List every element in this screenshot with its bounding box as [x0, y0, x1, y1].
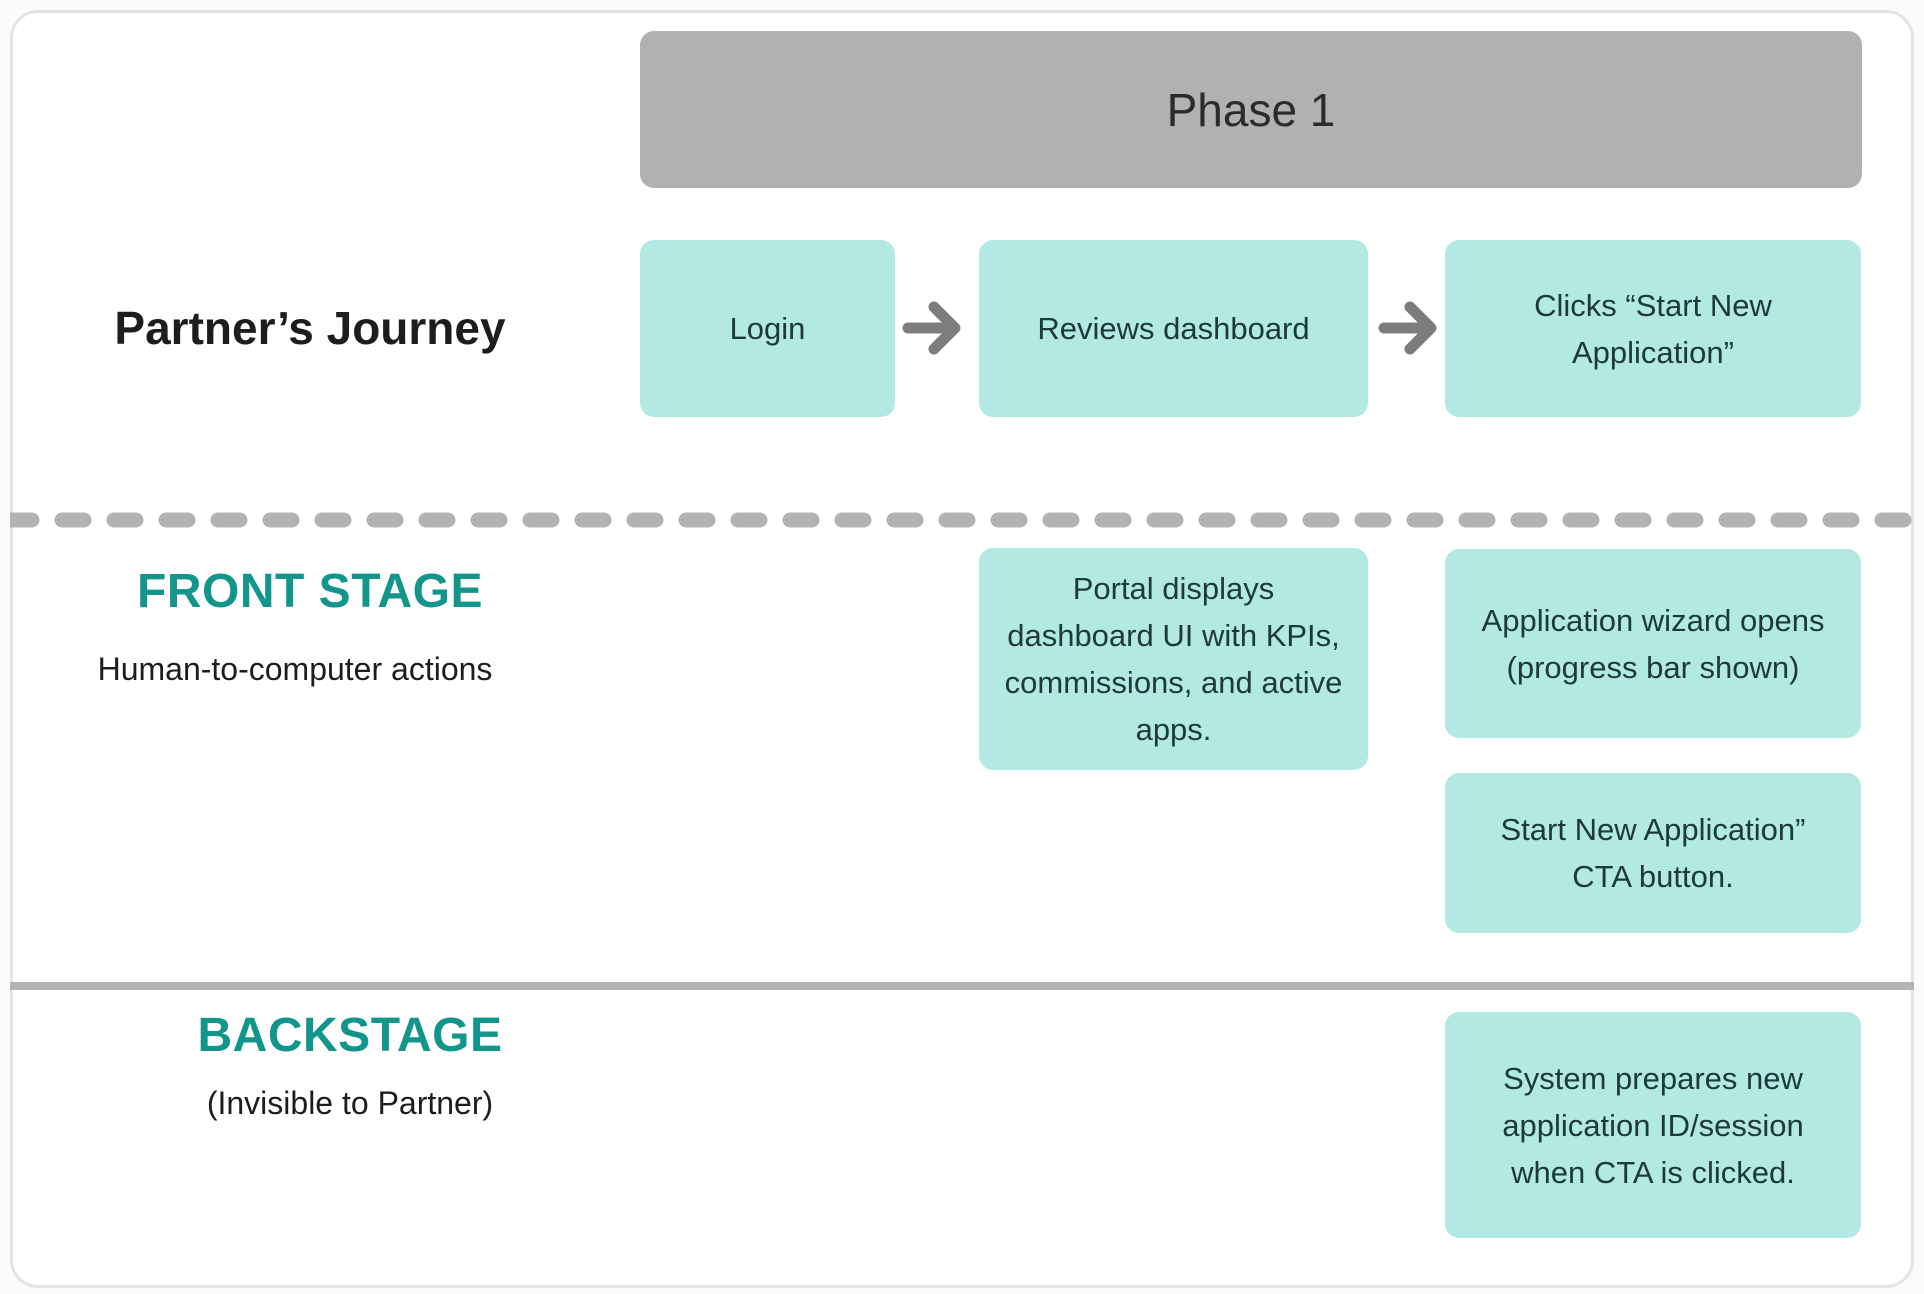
frontstage-dashed-divider: [10, 512, 1914, 528]
backstage-note-system-prepares: System prepares new application ID/sessi…: [1445, 1012, 1861, 1238]
backstage-note-system-prepares-text: System prepares new application ID/sessi…: [1502, 1060, 1804, 1190]
journey-step-reviews-label: Reviews dashboard: [1037, 311, 1310, 346]
frontstage-note-portal-dashboard: Portal displays dashboard UI with KPIs, …: [979, 548, 1368, 770]
frontstage-note-wizard-opens-text: Application wizard opens (progress bar s…: [1481, 602, 1825, 685]
frontstage-note-portal-dashboard-text: Portal displays dashboard UI with KPIs, …: [1004, 571, 1343, 747]
frontstage-subtitle: Human-to-computer actions: [97, 651, 493, 687]
backstage-solid-divider: [10, 982, 1914, 990]
journey-step-start-new-application: Clicks “Start New Application”: [1445, 240, 1861, 417]
journey-step-start-new-application-label: Clicks “Start New Application”: [1534, 287, 1772, 370]
backstage-title: BACKSTAGE: [197, 1009, 503, 1062]
arrow-right-icon: [902, 301, 961, 355]
journey-row-label: Partner’s Journey: [114, 302, 506, 354]
frontstage-title: FRONT STAGE: [137, 565, 483, 618]
journey-step-login: Login: [640, 240, 895, 417]
phase-header-bar: Phase 1: [640, 31, 1862, 188]
frontstage-note-wizard-opens: Application wizard opens (progress bar s…: [1445, 549, 1861, 738]
backstage-subtitle: (Invisible to Partner): [206, 1085, 494, 1121]
journey-step-login-label: Login: [729, 311, 806, 346]
arrow-right-icon: [1378, 301, 1437, 355]
journey-step-reviews-dashboard: Reviews dashboard: [979, 240, 1368, 417]
frontstage-note-cta-button: Start New Application” CTA button.: [1445, 773, 1861, 933]
phase-label: Phase 1: [1166, 83, 1336, 136]
frontstage-note-cta-button-text: Start New Application” CTA button.: [1500, 812, 1806, 894]
